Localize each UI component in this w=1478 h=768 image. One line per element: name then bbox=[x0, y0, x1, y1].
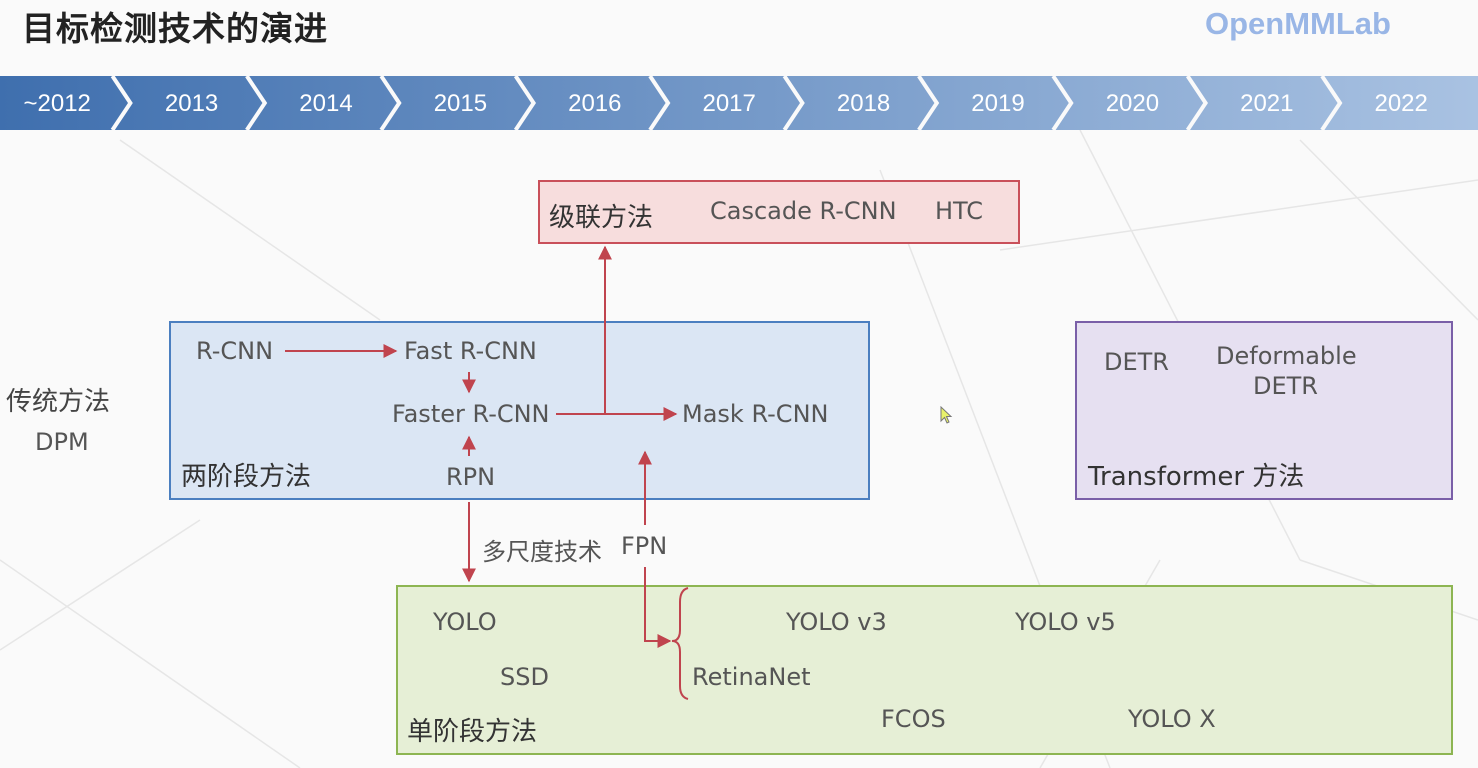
arrow-fpn-to-onestage bbox=[644, 567, 672, 648]
yolov5-label: YOLO v5 bbox=[1015, 608, 1116, 636]
timeline-bar bbox=[0, 76, 1478, 132]
ssd-label: SSD bbox=[500, 663, 549, 691]
dpm-label: DPM bbox=[35, 428, 89, 456]
timeline-year: 2013 bbox=[164, 90, 219, 117]
timeline-separator bbox=[110, 76, 133, 132]
two-stage-methods-box bbox=[169, 321, 870, 500]
faster-rcnn-label: Faster R-CNN bbox=[392, 400, 550, 428]
multiscale-label: 多尺度技术 bbox=[482, 538, 602, 566]
one-stage-heading: 单阶段方法 bbox=[407, 717, 538, 747]
timeline-year: 2018 bbox=[836, 90, 891, 117]
yolo-label: YOLO bbox=[433, 608, 497, 636]
timeline-separator bbox=[1320, 76, 1343, 132]
timeline-year: 2019 bbox=[971, 90, 1025, 117]
timeline-separator bbox=[379, 76, 402, 132]
timeline-year: 2016 bbox=[568, 90, 622, 117]
timeline-separator bbox=[245, 76, 268, 132]
rpn-label: RPN bbox=[446, 463, 496, 491]
deformable-detr-label-line1: Deformable bbox=[1216, 342, 1357, 370]
deformable-detr-label-line2: DETR bbox=[1253, 372, 1318, 400]
brace bbox=[671, 587, 689, 700]
timeline-year: 2015 bbox=[433, 90, 488, 117]
transformer-methods-box bbox=[1075, 321, 1453, 500]
timeline-separator bbox=[917, 76, 940, 132]
fpn-label: FPN bbox=[621, 532, 668, 560]
timeline-year: 2017 bbox=[702, 90, 756, 117]
fast-rcnn-label: Fast R-CNN bbox=[404, 337, 537, 365]
yolov3-label: YOLO v3 bbox=[786, 608, 887, 636]
timeline-year: ~2012 bbox=[23, 90, 91, 117]
timeline-year: 2021 bbox=[1240, 90, 1294, 117]
yolox-label: YOLO X bbox=[1128, 705, 1216, 733]
htc-label: HTC bbox=[935, 197, 984, 225]
traditional-heading: 传统方法 bbox=[6, 387, 111, 417]
detr-label: DETR bbox=[1104, 348, 1169, 376]
timeline-separator bbox=[648, 76, 671, 132]
timeline-separator bbox=[1185, 76, 1209, 132]
cascade-methods-box bbox=[538, 180, 1020, 244]
mask-rcnn-label: Mask R-CNN bbox=[682, 400, 829, 428]
fcos-label: FCOS bbox=[881, 705, 946, 733]
timeline-year: 2020 bbox=[1105, 90, 1160, 117]
timeline-separator bbox=[782, 76, 805, 132]
cascade-heading: 级联方法 bbox=[549, 203, 654, 233]
rcnn-label: R-CNN bbox=[196, 337, 274, 365]
retinanet-label: RetinaNet bbox=[692, 663, 811, 691]
page-title: 目标检测技术的演进 bbox=[22, 9, 328, 48]
openmmlab-watermark: OpenMMLab bbox=[1205, 6, 1391, 41]
timeline-year: 2022 bbox=[1374, 90, 1428, 117]
transformer-heading: Transformer 方法 bbox=[1088, 462, 1305, 492]
mouse-cursor-icon bbox=[940, 406, 953, 424]
two-stage-heading: 两阶段方法 bbox=[181, 462, 312, 492]
timeline-year: 2014 bbox=[299, 90, 353, 117]
timeline-separator bbox=[513, 76, 537, 132]
timeline-separator bbox=[1051, 76, 1074, 132]
one-stage-methods-box bbox=[396, 585, 1453, 755]
cascade-rcnn-label: Cascade R-CNN bbox=[710, 197, 897, 225]
